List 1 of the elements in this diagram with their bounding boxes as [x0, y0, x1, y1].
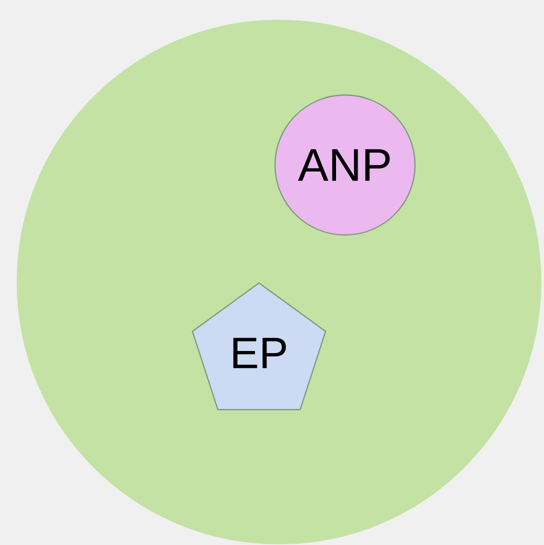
pentagon: EP: [192, 282, 326, 410]
